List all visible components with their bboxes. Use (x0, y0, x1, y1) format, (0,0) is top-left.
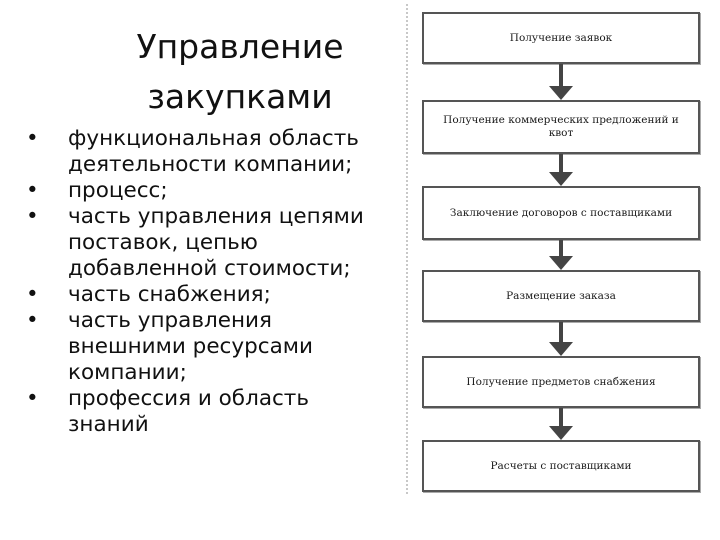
bullet-item: процесс; (22, 178, 394, 204)
procurement-flowchart: Получение заявок Получение коммерческих … (406, 4, 714, 494)
flow-step-box: Получение заявок (422, 12, 700, 64)
down-arrow-icon (549, 64, 573, 100)
down-arrow-icon (549, 408, 573, 440)
bullet-item: часть снабжения; (22, 282, 394, 308)
bullet-list: функциональная область деятельности комп… (22, 126, 394, 438)
flow-step-box: Заключение договоров с поставщиками (422, 186, 700, 240)
title-line-1: Управление (136, 27, 344, 66)
flow-step-box: Размещение заказа (422, 270, 700, 322)
page-title: Управление закупками (60, 22, 420, 122)
bullet-item: часть управления цепями поставок, цепью … (22, 204, 394, 282)
title-line-2: закупками (147, 77, 333, 116)
flow-step-box: Расчеты с поставщиками (422, 440, 700, 492)
flow-step-box: Получение предметов снабжения (422, 356, 700, 408)
flow-step-box: Получение коммерческих предложений и кво… (422, 100, 700, 154)
down-arrow-icon (549, 240, 573, 270)
down-arrow-icon (549, 322, 573, 356)
bullet-item: часть управления внешними ресурсами комп… (22, 308, 394, 386)
down-arrow-icon (549, 154, 573, 186)
bullet-item: функциональная область деятельности комп… (22, 126, 394, 178)
bullet-item: профессия и область знаний (22, 386, 394, 438)
